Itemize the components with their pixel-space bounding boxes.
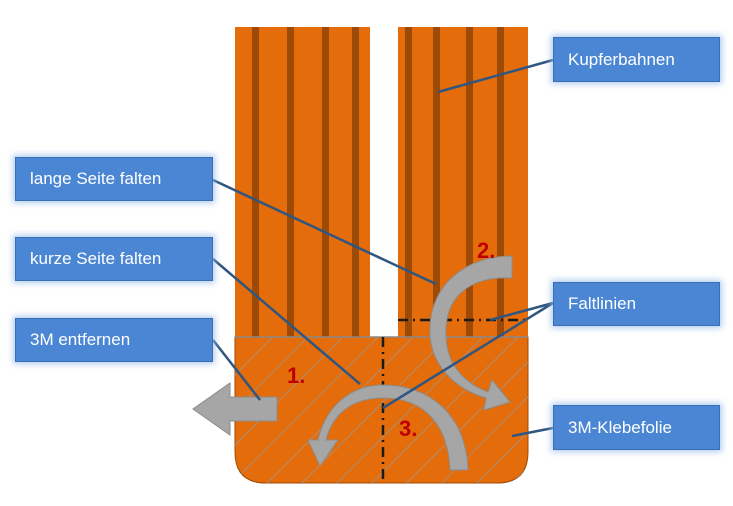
step-1-label: 1. <box>287 363 306 388</box>
step-2-label: 2. <box>477 238 496 263</box>
copper-trace <box>497 27 504 337</box>
copper-trace <box>287 27 294 337</box>
copper-trace <box>352 27 359 337</box>
slit-notch <box>370 329 398 337</box>
leader-faltlinien-2 <box>382 301 554 410</box>
leader-entfernen <box>212 339 261 401</box>
copper-traces <box>252 27 504 337</box>
label-kurze-seite-falten: kurze Seite falten <box>15 237 213 281</box>
copper-trace <box>322 27 329 337</box>
leader-klebefolie <box>511 426 554 438</box>
leader-lines <box>212 58 554 438</box>
copper-trace <box>405 27 412 337</box>
copper-board <box>235 27 528 337</box>
leader-lange-seite <box>212 178 437 286</box>
label-kupferbahnen: Kupferbahnen <box>553 37 720 82</box>
label-3m-klebefolie: 3M-Klebefolie <box>553 405 720 450</box>
remove-arrow-icon <box>192 382 278 436</box>
label-lange-seite-falten: lange Seite falten <box>15 157 213 201</box>
arrows <box>192 255 513 471</box>
leader-faltlinien-1 <box>489 301 554 322</box>
copper-trace <box>252 27 259 337</box>
fold-arrow-short-icon <box>307 384 469 471</box>
step-3-label: 3. <box>399 416 418 441</box>
fold-lines <box>381 318 528 480</box>
label-3m-entfernen: 3M entfernen <box>15 318 213 362</box>
copper-trace <box>466 27 473 337</box>
copper-trace <box>433 27 440 337</box>
label-faltlinien: Faltlinien <box>553 282 720 326</box>
leader-kupferbahnen <box>437 58 554 94</box>
leader-kurze-seite <box>212 258 361 385</box>
fold-arrow-long-icon <box>429 255 513 411</box>
